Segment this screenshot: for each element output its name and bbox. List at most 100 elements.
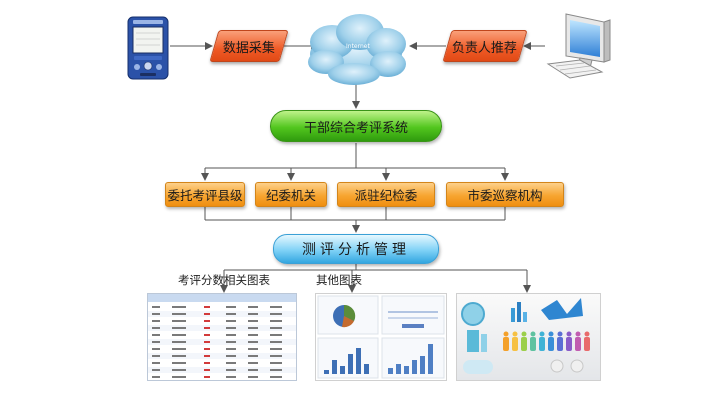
table-cell <box>152 306 160 308</box>
score-table-thumbnail <box>147 293 297 381</box>
table-cell <box>204 306 210 308</box>
table-cell <box>226 362 236 364</box>
table-cell <box>152 341 160 343</box>
table-cell <box>152 355 160 357</box>
person-icon <box>540 332 545 337</box>
table-cell <box>172 327 186 329</box>
bar-mark <box>364 364 369 374</box>
table-cell <box>172 369 186 371</box>
person-icon <box>585 332 590 337</box>
cloud-label: Internet <box>346 43 370 50</box>
table-cell <box>270 376 282 378</box>
table-cell <box>172 306 186 308</box>
table-cell <box>204 327 210 329</box>
person-icon <box>504 332 509 337</box>
table-cell <box>248 334 258 336</box>
person-icon <box>522 332 527 337</box>
person-icon <box>567 332 572 337</box>
table-cell <box>270 355 282 357</box>
charts-graphic <box>316 294 446 380</box>
table-cell <box>204 341 210 343</box>
table-cell <box>270 327 282 329</box>
person-body <box>512 337 518 351</box>
bar-mark <box>420 356 425 374</box>
table-cell <box>172 355 186 357</box>
table-cell <box>248 320 258 322</box>
table-cell <box>226 348 236 350</box>
discipline-org-node: 纪委机关 <box>255 182 327 207</box>
table-cell <box>248 313 258 315</box>
table-cell <box>248 348 258 350</box>
person-body <box>530 337 536 351</box>
person-icon <box>513 332 518 337</box>
desktop-computer-icon <box>548 14 610 78</box>
analysis-node: 测评分析管理 <box>273 234 439 264</box>
person-icon <box>531 332 536 337</box>
bar-mark <box>404 366 409 374</box>
person-body <box>566 337 572 351</box>
table-cell <box>270 341 282 343</box>
bar-mark <box>340 366 345 374</box>
table-cell <box>248 327 258 329</box>
table-cell <box>204 369 210 371</box>
table-cell <box>248 341 258 343</box>
table-cell <box>270 362 282 364</box>
table-cell <box>270 306 282 308</box>
system-node: 干部综合考评系统 <box>270 110 442 142</box>
score-table-graphic <box>148 294 296 380</box>
table-cell <box>248 376 258 378</box>
table-cell <box>152 313 160 315</box>
table-cell <box>204 355 210 357</box>
table-cell <box>172 334 186 336</box>
table-cell <box>152 334 160 336</box>
table-cell <box>204 334 210 336</box>
table-cell <box>152 362 160 364</box>
table-cell <box>270 334 282 336</box>
responsible-recommend-label: 负责人推荐 <box>452 37 517 56</box>
data-collection-node: 数据采集 <box>209 30 288 62</box>
charts-thumbnail <box>315 293 447 381</box>
person-body <box>521 337 527 351</box>
table-cell <box>248 369 258 371</box>
person-icon <box>558 332 563 337</box>
person-body <box>548 337 554 351</box>
table-cell <box>152 369 160 371</box>
responsible-recommend-node: 负责人推荐 <box>442 30 527 62</box>
table-cell <box>226 376 236 378</box>
table-cell <box>204 348 210 350</box>
table-cell <box>204 320 210 322</box>
bar-mark <box>412 360 417 374</box>
other-charts-label: 其他图表 <box>316 272 362 288</box>
table-cell <box>172 341 186 343</box>
table-cell <box>270 348 282 350</box>
table-cell <box>204 376 210 378</box>
inspection-node: 市委巡察机构 <box>446 182 564 207</box>
table-cell <box>226 320 236 322</box>
table-cell <box>172 362 186 364</box>
bar-mark <box>428 344 433 374</box>
pda-device-icon <box>128 17 168 79</box>
table-cell <box>152 327 160 329</box>
table-cell <box>152 348 160 350</box>
bar-mark <box>396 364 401 374</box>
person-icon <box>549 332 554 337</box>
table-cell <box>226 341 236 343</box>
table-cell <box>226 327 236 329</box>
table-cell <box>248 355 258 357</box>
related-charts-label: 考评分数相关图表 <box>178 272 270 288</box>
table-cell <box>172 320 186 322</box>
person-body <box>584 337 590 351</box>
county-level-node: 委托考评县级 <box>165 182 245 207</box>
table-cell <box>152 376 160 378</box>
infographic-graphic <box>457 294 600 380</box>
table-cell <box>248 362 258 364</box>
table-cell <box>172 313 186 315</box>
table-cell <box>152 320 160 322</box>
table-cell <box>270 313 282 315</box>
table-cell <box>226 355 236 357</box>
bar-mark <box>356 348 361 374</box>
person-body <box>503 337 509 351</box>
table-cell <box>226 306 236 308</box>
person-body <box>557 337 563 351</box>
